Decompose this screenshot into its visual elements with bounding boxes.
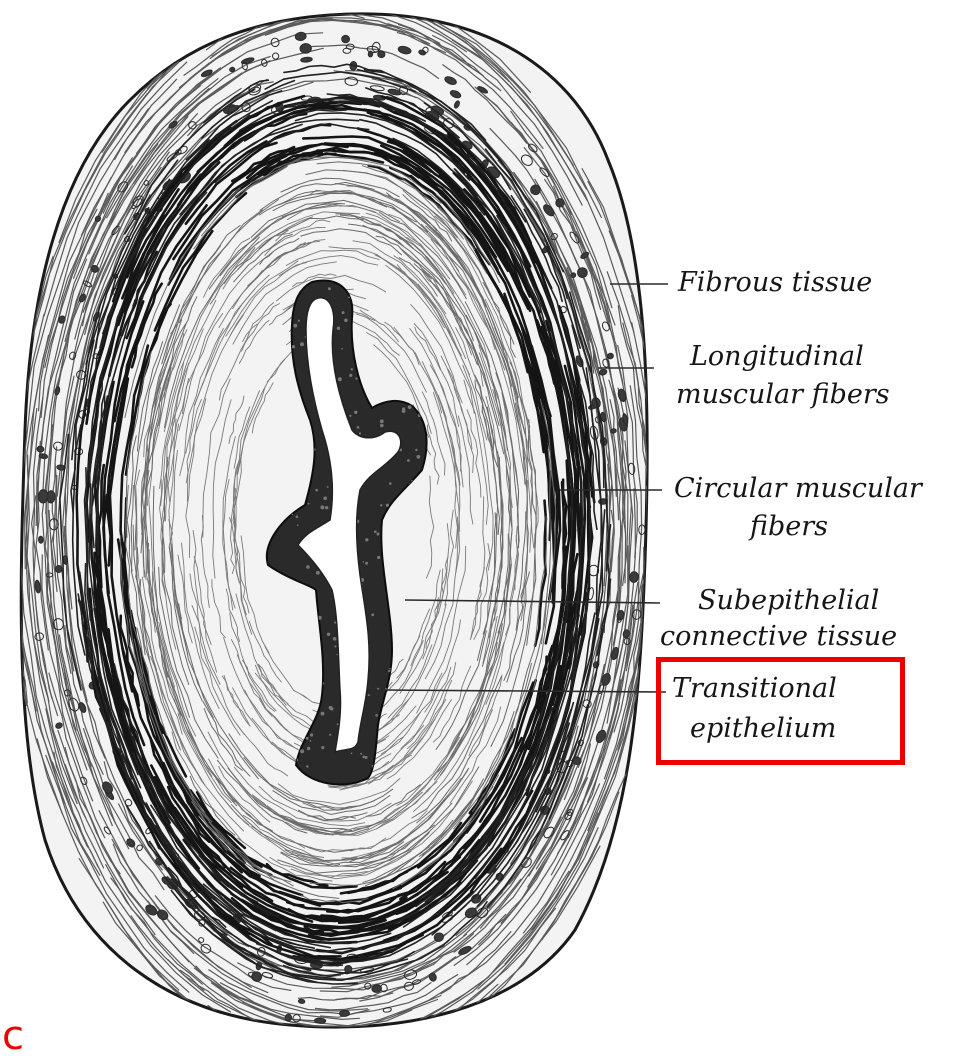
cell-nucleus — [342, 35, 350, 43]
epithelium-dot — [363, 561, 365, 563]
fiber-stroke — [260, 0, 402, 13]
epithelium-dot — [375, 714, 378, 717]
label-subepithelial-line1: Subepithelial — [698, 584, 879, 618]
epithelium-dot — [325, 506, 328, 509]
epithelium-dot — [306, 737, 309, 740]
epithelium-dot — [402, 407, 405, 410]
epithelium-dot — [349, 374, 352, 377]
epithelium-dot — [329, 706, 333, 710]
label-circular-line1: Circular muscular — [674, 472, 922, 506]
epithelium-dot — [337, 327, 340, 330]
epithelium-dot — [415, 449, 417, 451]
cell-nucleus — [368, 51, 373, 57]
cell-nucleus — [38, 489, 48, 503]
epithelium-dot — [316, 571, 320, 575]
epithelium-dot — [417, 455, 421, 459]
epithelium-dot — [338, 377, 342, 381]
epithelium-dot — [320, 505, 324, 509]
epithelium-dot — [357, 426, 360, 429]
epithelium-dot — [351, 753, 353, 755]
cell-nucleus — [339, 1010, 349, 1016]
epithelium-dot — [293, 324, 297, 328]
epithelium-dot — [327, 486, 329, 488]
epithelium-dot — [342, 311, 345, 314]
epithelium-dot — [307, 747, 310, 750]
epithelium-dot — [292, 345, 295, 348]
epithelium-dot — [380, 419, 384, 423]
epithelium-dot — [349, 415, 351, 417]
epithelium-dot — [323, 497, 327, 501]
epithelium-dot — [321, 712, 325, 716]
epithelium-dot — [344, 319, 348, 323]
label-longitudinal-line1: Longitudinal — [690, 340, 864, 374]
epithelium-dot — [359, 432, 361, 434]
epithelium-dot — [310, 733, 313, 736]
epithelium-dot — [355, 378, 357, 380]
epithelium-dot — [334, 646, 336, 648]
cell-nucleus — [298, 999, 305, 1004]
epithelium-dot — [380, 424, 384, 428]
epithelium-dot — [310, 740, 312, 742]
fiber-stroke — [254, 1032, 403, 1047]
epithelium-dot — [368, 694, 370, 696]
epithelium-dot — [300, 342, 304, 346]
epithelium-dot — [388, 670, 390, 672]
epithelium-dot — [386, 504, 389, 507]
epithelium-dot — [333, 637, 337, 641]
epithelium-dot — [408, 405, 412, 409]
epithelium-dot — [351, 368, 353, 370]
epithelium-dot — [328, 287, 331, 290]
epithelium-dot — [321, 746, 324, 749]
highlight-box — [656, 657, 905, 765]
epithelium-dot — [315, 489, 318, 492]
label-longitudinal-line2: muscular fibers — [676, 378, 890, 412]
cell-nucleus — [610, 428, 616, 433]
cell-nucleus — [37, 446, 45, 453]
cell-nucleus — [314, 1018, 325, 1024]
fiber-stroke — [273, 1025, 426, 1047]
epithelium-dot — [377, 556, 380, 559]
epithelium-dot — [371, 613, 374, 616]
label-fibrous-tissue: Fibrous tissue — [678, 266, 872, 300]
epithelium-dot — [354, 411, 357, 414]
epithelium-dot — [327, 633, 330, 636]
corner-mark: c — [2, 1016, 24, 1056]
epithelium-dot — [377, 533, 380, 536]
epithelium-dot — [308, 503, 310, 505]
epithelium-dot — [365, 562, 368, 565]
epithelium-dot — [297, 524, 299, 526]
epithelium-dot — [380, 504, 382, 506]
cell-nucleus — [285, 1014, 292, 1022]
epithelium-dot — [362, 756, 365, 759]
cell-nucleus — [38, 536, 43, 543]
epithelium-dot — [329, 734, 331, 736]
epithelium-dot — [296, 516, 299, 519]
epithelium-dot — [360, 753, 362, 755]
epithelium-dot — [298, 320, 300, 322]
label-circular-line2: fibers — [750, 510, 828, 544]
cell-nucleus — [55, 565, 62, 573]
epithelium-dot — [365, 538, 368, 541]
epithelium-dot — [389, 482, 392, 485]
epithelium-dot — [407, 459, 410, 462]
epithelium-dot — [341, 348, 343, 350]
fiber-stroke — [241, 1026, 439, 1047]
epithelium-dot — [306, 565, 310, 569]
epithelium-dot — [300, 749, 304, 753]
epithelium-dot — [377, 688, 379, 690]
epithelium-dot — [374, 530, 377, 533]
label-subepithelial-line2: connective tissue — [660, 620, 897, 654]
epithelium-dot — [306, 765, 308, 767]
